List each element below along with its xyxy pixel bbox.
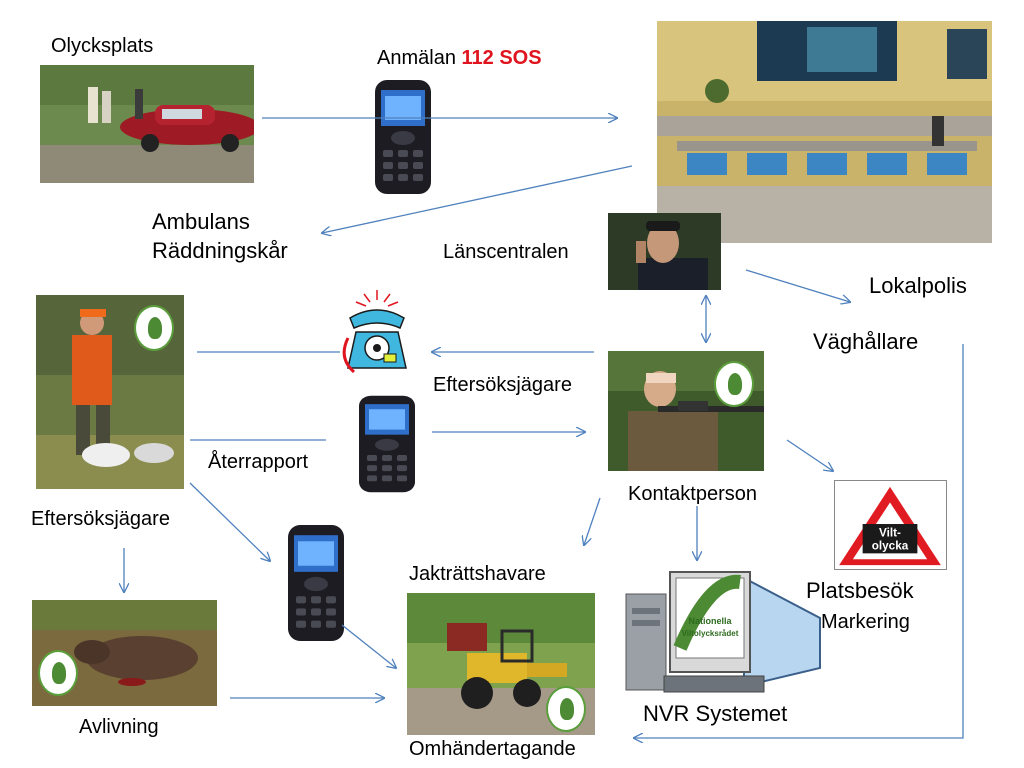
label-kontaktperson: Kontaktperson (628, 483, 757, 505)
label-jakttrattshavare: Jakträttshavare (409, 563, 546, 585)
label-112-sos: 112 SOS (461, 47, 542, 69)
sign-text-line2: olycka (872, 539, 909, 552)
label-lokalpolis: Lokalpolis (869, 273, 967, 298)
label-platsbesok: Platsbesök (806, 578, 914, 603)
arrow-sos-to-ambulans (322, 165, 633, 233)
mobile-phone-icon (286, 523, 346, 643)
police-officer-photo (608, 213, 721, 290)
label-ambulans: Ambulans (152, 209, 250, 234)
arrow-phone-to-tractor (341, 624, 396, 668)
ringing-telephone-icon (340, 288, 414, 376)
association-logo-icon (714, 361, 754, 407)
label-markering: Markering (821, 611, 910, 633)
mobile-phone-icon (357, 394, 417, 494)
arrow-kontakt-to-sign (786, 439, 833, 471)
label-anmalan-text: Anmälan (377, 47, 462, 69)
vilt-olycka-sign-icon: Vilt- olycka (834, 480, 947, 570)
label-omhandertagande: Omhändertagande (409, 738, 576, 760)
association-logo-icon (546, 686, 586, 732)
tractor-photo (407, 593, 595, 735)
label-aterrapport: Återrapport (208, 451, 309, 473)
mobile-phone-icon (373, 78, 433, 196)
arrow-kontakt-to-jakt (584, 497, 601, 545)
arrow-police-to-lokalpolis (745, 269, 850, 302)
label-raddningskar: Räddningskår (152, 238, 288, 263)
association-logo-icon (134, 305, 174, 351)
label-lanscentralen: Länscentralen (443, 241, 569, 263)
nvr-logo-line2: Viltolycksrådet (682, 629, 739, 638)
accident-site-photo (40, 65, 254, 183)
label-eftersoksjagare-left: Eftersöksjägare (31, 508, 170, 530)
association-logo-icon (38, 650, 78, 696)
dispatch-center-photo (657, 21, 992, 243)
sign-text-line1: Vilt- (879, 527, 901, 540)
label-vaghallare: Väghållare (813, 329, 919, 354)
arrow-hunter-to-phone (189, 482, 270, 561)
label-eftersoksjagare-mid: Eftersöksjägare (433, 374, 572, 396)
nvr-computer-icon: Nationella Viltolycksrådet (624, 568, 832, 696)
nvr-logo-line1: Nationella (688, 616, 732, 626)
label-nvr-systemet: NVR Systemet (643, 701, 788, 726)
label-olycksplats: Olycksplats (51, 35, 154, 57)
label-anmalan: Anmälan 112 SOS (377, 47, 542, 70)
label-avlivning: Avlivning (79, 716, 159, 738)
